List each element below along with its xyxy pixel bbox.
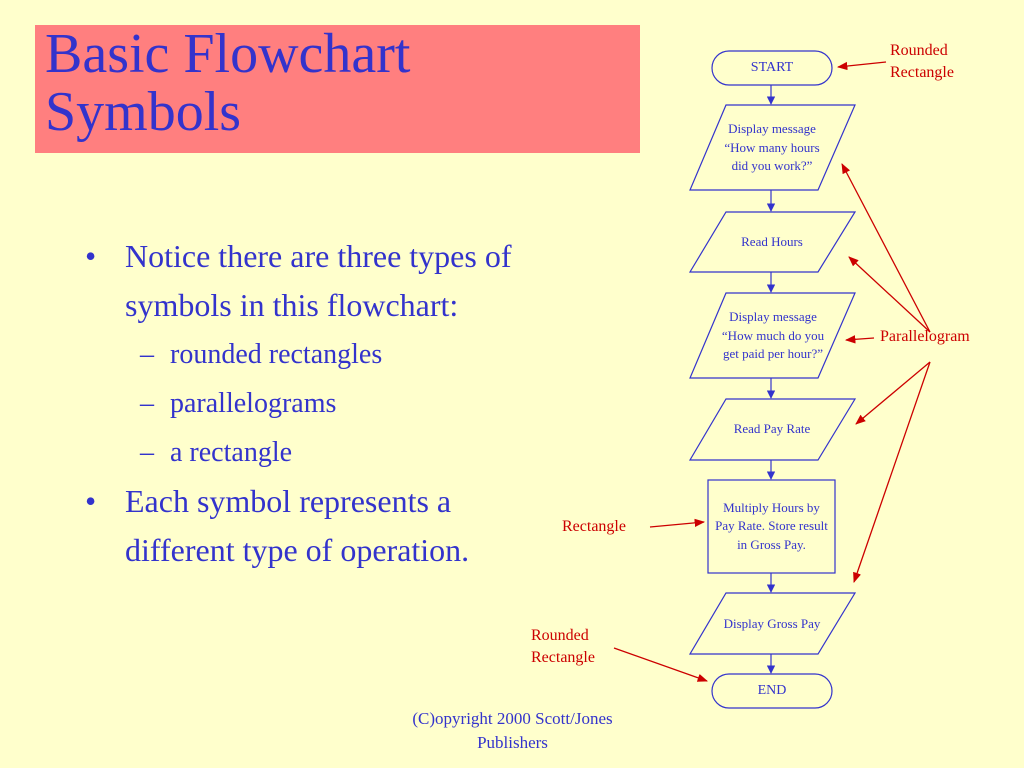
sub-bullet-item: – a rectangle xyxy=(85,428,525,477)
annotation-text: Rounded xyxy=(531,627,589,644)
footer-line-2: Publishers xyxy=(477,733,548,752)
annotation-arrow xyxy=(848,256,931,333)
display-rate-label-box: Display message “How much do you get pai… xyxy=(721,309,825,362)
annotation-rounded-rectangle-bottom: Rounded Rectangle xyxy=(531,625,651,669)
bullet-text: Notice there are three types of symbols … xyxy=(125,238,512,323)
annotation-rectangle: Rectangle xyxy=(562,518,626,535)
start-label: START xyxy=(750,60,794,75)
start-label-box: START xyxy=(750,60,794,75)
sub-bullet-text: parallelograms xyxy=(170,388,337,419)
read-rate-label: Read Pay Rate xyxy=(733,421,811,437)
end-label: END xyxy=(757,683,787,698)
read-hours-label-box: Read Hours xyxy=(741,233,803,249)
annotation-rounded-rectangle-top: Rounded Rectangle xyxy=(890,40,1010,84)
annotation-rounded-top-box: Rounded Rectangle xyxy=(890,40,1010,84)
annotation-arrow xyxy=(853,361,931,583)
end-terminal-shape xyxy=(711,673,833,709)
footer-line-1: (C)opyright 2000 Scott/Jones xyxy=(412,709,613,728)
dash-glyph: – xyxy=(140,339,154,370)
display-hours-label-box: Display message “How many hours did you … xyxy=(724,121,820,174)
sub-bullet-text: a rectangle xyxy=(170,437,293,468)
sub-bullet-item: – parallelograms xyxy=(85,379,525,428)
annotation-rectangle-box: Rectangle xyxy=(562,518,626,535)
read-hours-label: Read Hours xyxy=(741,233,803,249)
bullet-glyph: • xyxy=(85,238,97,274)
multiply-label: Multiply Hours by Pay Rate. Store result… xyxy=(715,499,828,552)
multiply-process-shape xyxy=(707,479,836,574)
bullet-text: Each symbol represents a different type … xyxy=(125,483,470,568)
read-rate-shape xyxy=(688,398,857,461)
slide-title: Basic Flowchart Symbols xyxy=(45,25,410,141)
dash-glyph: – xyxy=(140,437,154,468)
copyright-footer: (C)opyright 2000 Scott/Jones Publishers xyxy=(380,707,645,755)
annotation-rounded-bottom-box: Rounded Rectangle xyxy=(531,625,651,669)
display-hours-shape xyxy=(689,104,856,191)
annotation-parallelogram: Parallelogram xyxy=(880,328,970,345)
annotation-text: Rounded xyxy=(890,42,948,59)
read-hours-shape xyxy=(688,211,857,273)
display-gross-label: Display Gross Pay xyxy=(723,615,821,631)
start-terminal-shape xyxy=(711,50,833,86)
sub-bullet-item: – rounded rectangles xyxy=(85,330,525,379)
bullet-glyph: • xyxy=(85,483,97,519)
read-rate-label-box: Read Pay Rate xyxy=(733,421,811,437)
display-hours-label: Display message “How many hours did you … xyxy=(724,121,820,174)
display-gross-label-box: Display Gross Pay xyxy=(723,615,821,631)
end-label-box: END xyxy=(757,683,787,698)
multiply-label-box: Multiply Hours by Pay Rate. Store result… xyxy=(715,499,828,552)
bullet-list: • Notice there are three types of symbol… xyxy=(85,232,525,575)
title-line-1: Basic Flowchart xyxy=(45,23,411,85)
annotation-text: Rectangle xyxy=(531,649,595,666)
annotation-arrow xyxy=(613,647,708,682)
bullet-item: • Notice there are three types of symbol… xyxy=(85,232,525,330)
annotation-parallelogram-box: Parallelogram xyxy=(880,328,970,345)
display-gross-shape xyxy=(688,592,857,655)
annotation-arrow xyxy=(649,518,706,528)
title-line-2: Symbols xyxy=(45,81,242,143)
bullet-item: • Each symbol represents a different typ… xyxy=(85,477,525,575)
annotation-text: Rectangle xyxy=(890,64,954,81)
annotation-arrows xyxy=(613,61,931,682)
display-rate-shape xyxy=(689,292,856,379)
sub-bullet-text: rounded rectangles xyxy=(170,339,383,370)
display-rate-label: Display message “How much do you get pai… xyxy=(721,309,825,362)
annotation-arrow xyxy=(855,361,931,425)
title-box: Basic Flowchart Symbols xyxy=(35,25,640,153)
dash-glyph: – xyxy=(140,388,154,419)
annotation-arrow xyxy=(836,61,887,71)
shapes xyxy=(688,50,857,709)
annotation-arrow xyxy=(844,335,875,344)
annotation-arrow xyxy=(841,163,931,333)
